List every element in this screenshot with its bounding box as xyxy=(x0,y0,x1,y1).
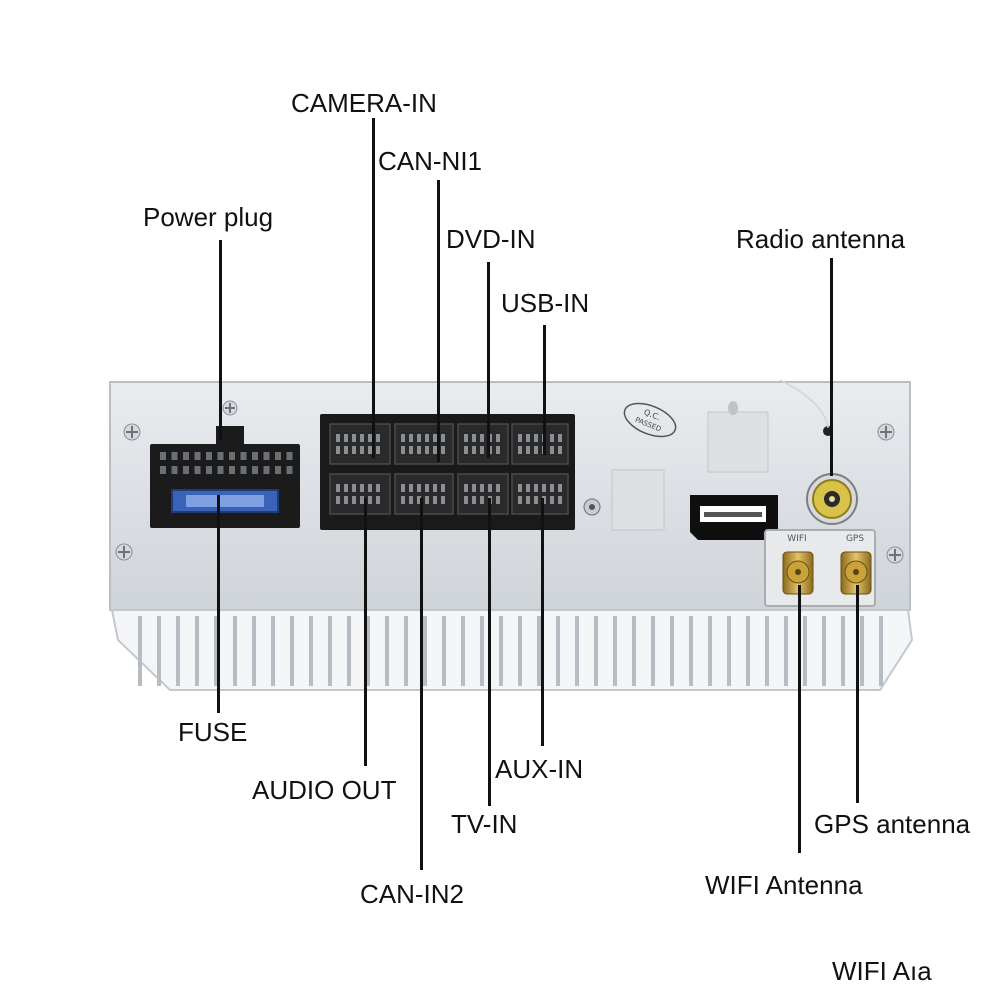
leader-audio-out xyxy=(364,498,367,766)
leader-usb-in xyxy=(543,325,546,455)
leader-dvd-in xyxy=(487,262,490,458)
radio-antenna-jack xyxy=(806,473,858,525)
indicator-hole xyxy=(728,401,738,415)
leader-fuse xyxy=(217,495,220,713)
hdmi-port xyxy=(690,495,778,540)
label-power-plug: Power plug xyxy=(143,202,274,232)
antenna-wire xyxy=(779,379,829,429)
leader-wifi-antenna xyxy=(798,585,801,853)
wifi-sma-connector xyxy=(782,551,814,595)
wifi-gps-module: WIFI GPS xyxy=(764,529,876,607)
screw-icon xyxy=(886,546,904,564)
heat-sink-fins xyxy=(138,616,883,686)
label-can-in1: CAN-NI1 xyxy=(378,146,483,176)
svg-text:WIFI: WIFI xyxy=(787,534,806,544)
screw-icon xyxy=(115,543,133,561)
label-dvd-in: DVD-IN xyxy=(446,224,536,254)
heat-sink xyxy=(110,609,914,691)
screw-icon xyxy=(123,423,141,441)
leader-camera-in xyxy=(372,118,375,458)
blank-panel xyxy=(707,411,769,473)
blank-panel xyxy=(611,469,665,531)
label-radio-antenna: Radio antenna xyxy=(736,224,906,254)
label-audio-out: AUDIO OUT xyxy=(252,775,397,805)
av-connector-block xyxy=(320,414,575,530)
label-fuse: FUSE xyxy=(178,717,248,747)
leader-radio-antenna xyxy=(830,258,833,476)
leader-power-plug xyxy=(219,240,222,440)
label-wifi-partial: WIFI Aıa xyxy=(832,956,932,986)
leader-can-in2 xyxy=(420,498,423,870)
leader-aux-in xyxy=(541,498,544,746)
screw-icon xyxy=(583,498,601,516)
label-usb-in: USB-IN xyxy=(501,288,590,318)
power-plug-connector xyxy=(150,426,300,528)
label-aux-in: AUX-IN xyxy=(495,754,584,784)
leader-can-in1 xyxy=(437,180,440,462)
label-camera-in: CAMERA-IN xyxy=(291,88,437,118)
leader-tv-in xyxy=(488,498,491,806)
screw-icon xyxy=(877,423,895,441)
gps-sma-connector xyxy=(840,551,872,595)
label-gps-antenna: GPS antenna xyxy=(814,809,971,839)
label-wifi-antenna: WIFI Antenna xyxy=(705,870,863,900)
label-tv-in: TV-IN xyxy=(451,809,518,839)
svg-text:GPS: GPS xyxy=(846,534,864,544)
leader-gps-antenna xyxy=(856,585,859,803)
label-can-in2: CAN-IN2 xyxy=(360,879,465,909)
screw-icon xyxy=(222,400,238,416)
